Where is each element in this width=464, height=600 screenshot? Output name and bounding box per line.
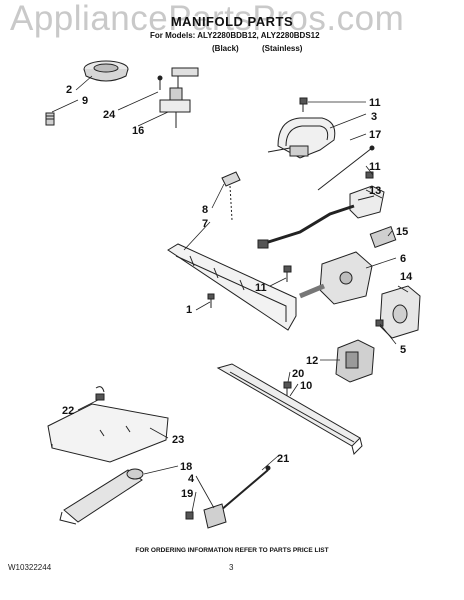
burner-tube-part [59, 468, 144, 525]
part-label-18: 18 [180, 461, 192, 473]
part-label-7: 7 [202, 218, 208, 230]
angle-bracket-part [216, 363, 363, 455]
part-label-19: 19 [181, 488, 193, 500]
manifold-screw-part [283, 265, 292, 282]
part-label-14: 14 [400, 271, 413, 283]
part-label-11-mid: 11 [369, 161, 381, 173]
top-screw-part [299, 97, 308, 112]
leader-lines [51, 75, 409, 513]
igniter-switch-part [375, 285, 421, 339]
part-label-9: 9 [82, 95, 88, 107]
part-label-15: 15 [396, 226, 408, 238]
burner-cap-part [83, 60, 129, 82]
part-label-11-manifold: 11 [255, 282, 267, 294]
part-label-1: 1 [186, 304, 192, 316]
watermark: AppliancePartsPros.com [10, 0, 405, 38]
part-label-4: 4 [188, 473, 195, 485]
part-label-21: 21 [277, 453, 289, 465]
manifold-rail-part [167, 243, 297, 331]
part-label-24: 24 [103, 109, 116, 121]
part-label-3: 3 [371, 111, 377, 123]
part-label-17: 17 [369, 129, 381, 141]
thermocouple-wire-part [317, 145, 375, 191]
gas-valve-part [299, 251, 373, 305]
gas-tube-part [257, 204, 355, 249]
part-label-6: 6 [400, 253, 406, 265]
heat-shield-part [47, 403, 169, 463]
part-label-12: 12 [306, 355, 318, 367]
part-label-16: 16 [132, 125, 144, 137]
orifice-part [45, 112, 55, 126]
ordering-footer: FOR ORDERING INFORMATION REFER TO PARTS … [135, 547, 329, 554]
orifice-tube-part [185, 465, 271, 529]
part-label-20: 20 [292, 368, 304, 380]
part-labels: 2 9 24 16 11 3 17 11 13 8 7 15 6 14 11 1… [62, 84, 413, 500]
variant-black: (Black) [212, 44, 239, 53]
page-number: 3 [229, 563, 234, 572]
part-label-8: 8 [202, 204, 208, 216]
burner-tube-bracket-part [267, 117, 336, 159]
part-label-5: 5 [400, 344, 406, 356]
valve-bracket-part [349, 171, 385, 219]
models-line: For Models: ALY2280BDB12, ALY2280BDS12 [150, 31, 320, 40]
mount-screw-part [207, 293, 215, 308]
part-label-2: 2 [66, 84, 72, 96]
part-label-10: 10 [300, 380, 312, 392]
part-label-23: 23 [172, 434, 184, 446]
page-title: MANIFOLD PARTS [170, 14, 294, 29]
part-label-13: 13 [369, 185, 381, 197]
clip-part [95, 386, 105, 401]
part-label-11-top: 11 [369, 97, 381, 109]
part-label-22: 22 [62, 405, 74, 417]
fitting-part [221, 171, 241, 221]
document-number: W10322244 [8, 563, 52, 572]
variant-stainless: (Stainless) [262, 44, 303, 53]
spark-module-part [335, 339, 375, 383]
igniter-assembly-part [157, 67, 199, 128]
regulator-fitting-part [369, 226, 397, 248]
